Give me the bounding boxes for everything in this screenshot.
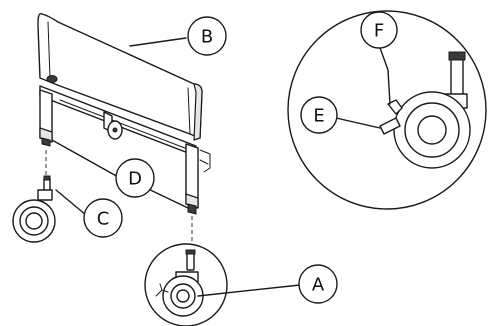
callout-a: A [298, 264, 338, 304]
leader-e [335, 117, 381, 129]
callout-b: B [187, 16, 227, 56]
leader-d1 [51, 139, 121, 179]
callout-label-c: C [97, 209, 110, 230]
caster-detail-small [144, 243, 228, 326]
leader-c [55, 189, 87, 216]
leader-f [378, 44, 391, 105]
callout-label-f: F [374, 21, 384, 42]
callout-e: E [300, 96, 338, 134]
frame-assembly [37, 12, 211, 215]
frame-knob [46, 75, 58, 83]
brake-lever [387, 99, 403, 115]
callout-label-e: E [313, 106, 324, 127]
leader-b [129, 37, 187, 47]
caster-detail-large [287, 10, 487, 210]
leader-lines [51, 37, 391, 297]
callout-label-a: A [312, 275, 325, 296]
callout-label-b: B [201, 27, 213, 48]
brake-pedal [379, 117, 401, 135]
callout-label-d: D [128, 169, 142, 190]
callout-f: F [360, 11, 398, 49]
leader-a [197, 284, 301, 297]
callout-c: C [83, 198, 123, 238]
caster-wheel-small [12, 175, 56, 243]
callout-d: D [115, 158, 155, 198]
